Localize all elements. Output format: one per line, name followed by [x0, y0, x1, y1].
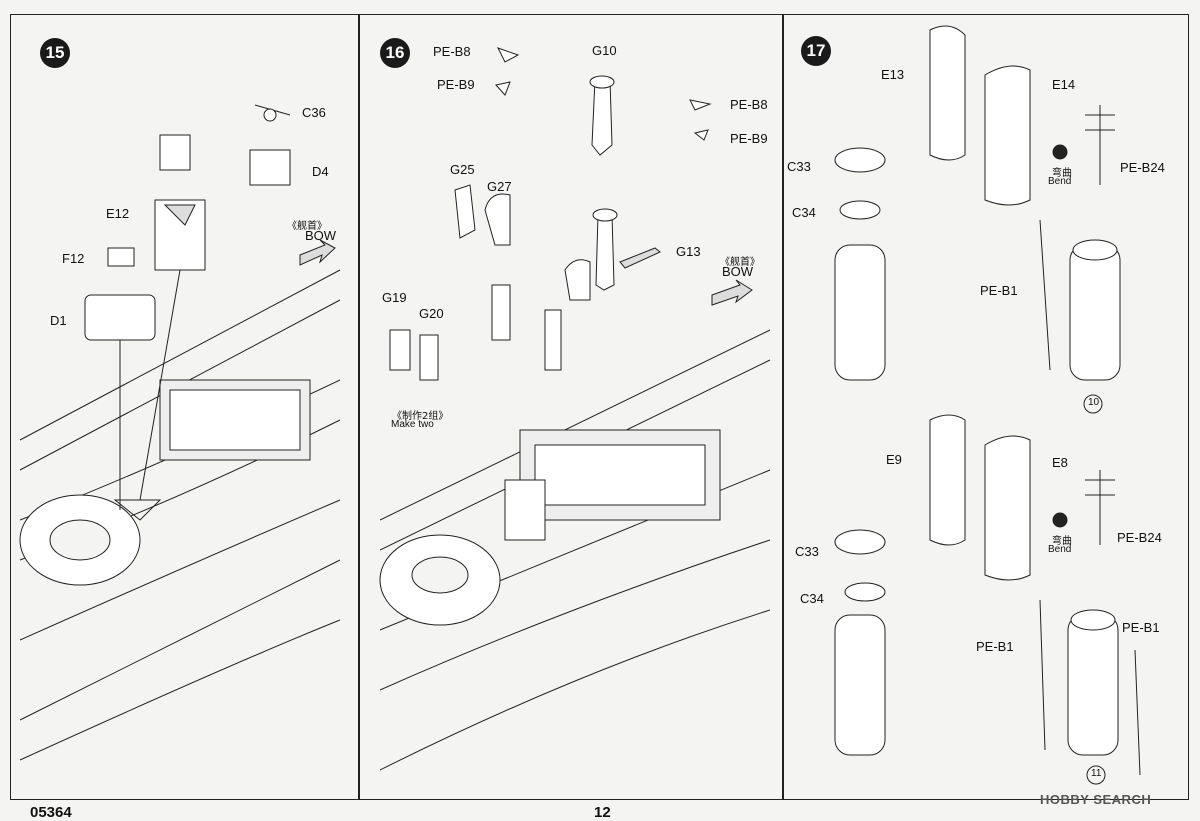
label-pe-b8: PE-B8: [730, 97, 768, 112]
step-15-panel: [10, 14, 359, 800]
bow-label: BOW: [305, 228, 337, 243]
label-f12: F12: [62, 251, 85, 266]
step-17-panel: [783, 14, 1189, 800]
label-pe-b9: PE-B9: [437, 77, 475, 92]
label-c34: C34: [792, 205, 816, 220]
bend-label: Bend: [1048, 544, 1072, 555]
step-17-number: 17: [801, 36, 831, 66]
label-c33: C33: [795, 544, 819, 559]
label-e13: E13: [881, 67, 905, 82]
label-g19: G19: [382, 290, 407, 305]
ref-circle-11: 11: [1091, 768, 1102, 779]
bow-label-cn: 《舰首》: [287, 221, 327, 232]
label-g10: G10: [592, 43, 617, 58]
label-c36: C36: [302, 105, 326, 120]
bow-label-cn: 《舰首》: [720, 257, 760, 268]
label-c33: C33: [787, 159, 811, 174]
label-pe-b1: PE-B1: [1122, 620, 1160, 635]
label-pe-b8: PE-B8: [433, 44, 471, 59]
step-16-panel: [359, 14, 783, 800]
step-15-number: 15: [40, 38, 70, 68]
label-e9: E9: [886, 452, 902, 467]
make-two-label: Make two: [391, 419, 434, 430]
step-16-number: 16: [380, 38, 410, 68]
label-pe-b24: PE-B24: [1117, 530, 1162, 545]
page-number: 12: [594, 804, 611, 821]
label-pe-b9: PE-B9: [730, 131, 768, 146]
watermark: HOBBY SEARCH: [1040, 792, 1152, 807]
label-pe-b1: PE-B1: [980, 283, 1018, 298]
ref-circle-10: 10: [1088, 397, 1100, 408]
label-d1: D1: [50, 313, 67, 328]
bend-label: Bend: [1048, 176, 1072, 187]
label-c34: C34: [800, 591, 824, 606]
bend-label-cn: 弯曲: [1052, 168, 1072, 179]
label-g27: G27: [487, 179, 512, 194]
label-g13: G13: [676, 244, 701, 259]
bend-label-cn: 弯曲: [1052, 536, 1072, 547]
label-g25: G25: [450, 162, 475, 177]
make-two-cn: 《制作2组》: [392, 411, 449, 422]
bow-label: BOW: [722, 264, 754, 279]
product-code: 05364: [30, 804, 72, 821]
label-e14: E14: [1052, 77, 1076, 92]
label-pe-b1: PE-B1: [976, 639, 1014, 654]
label-e12: E12: [106, 206, 130, 221]
label-pe-b24: PE-B24: [1120, 160, 1165, 175]
label-e8: E8: [1052, 455, 1068, 470]
label-d4: D4: [312, 164, 329, 179]
label-g20: G20: [419, 306, 444, 321]
